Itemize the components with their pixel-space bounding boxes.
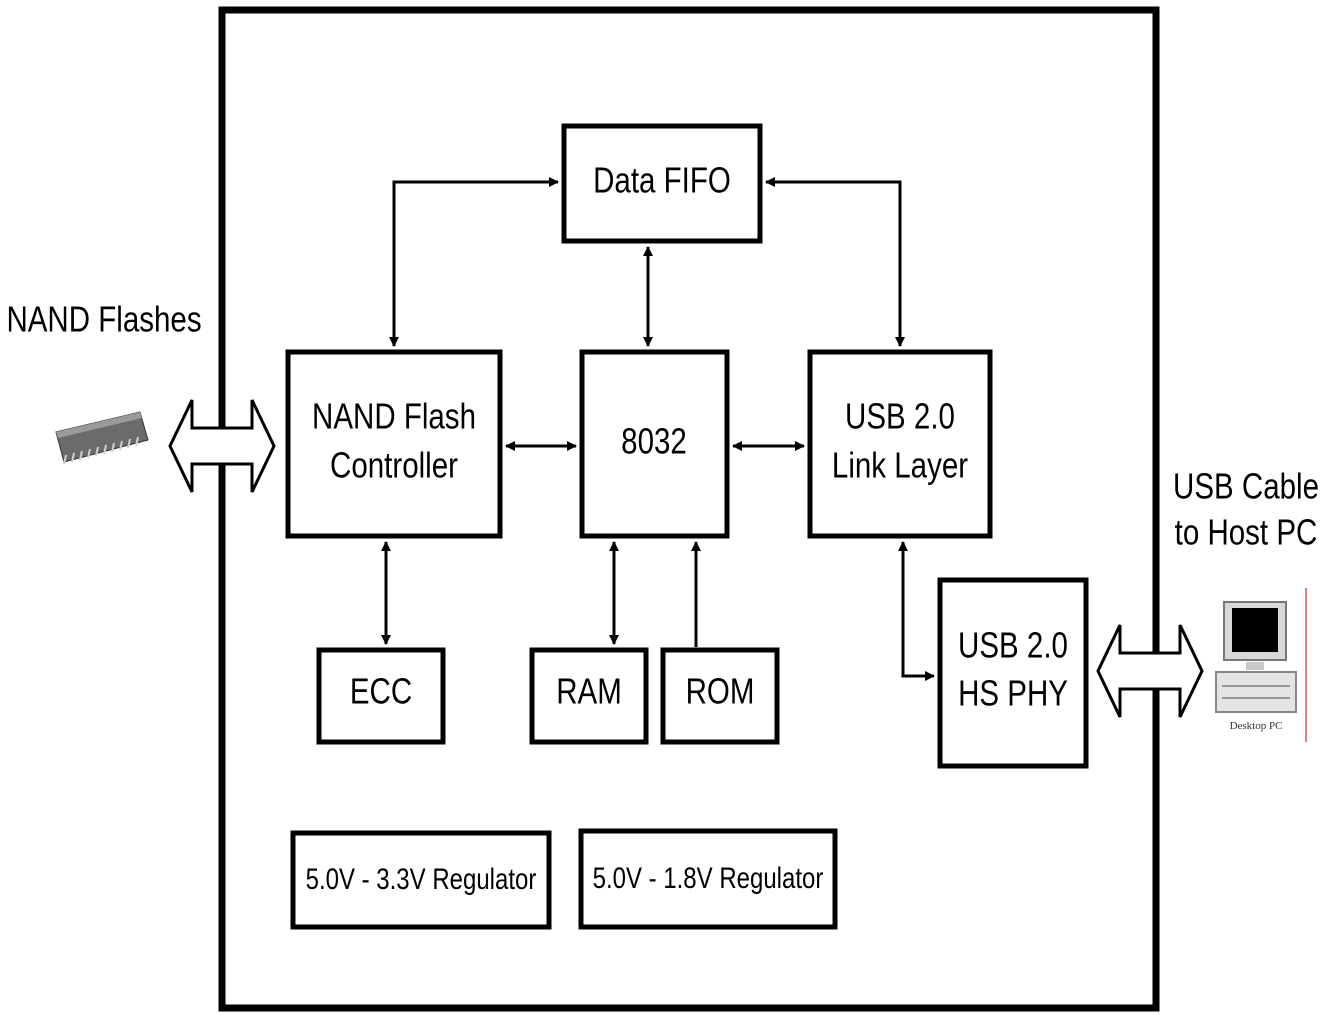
usb-link-label-line2: Link Layer (832, 445, 968, 485)
nand-flashes-label: NAND Flashes (6, 299, 201, 339)
nand-flash-controller-block (285, 349, 503, 539)
ram-label: RAM (556, 671, 622, 711)
regulator-1v8-label: 5.0V - 1.8V Regulator (593, 860, 824, 894)
cpu-8032-block (579, 349, 730, 539)
usb-cable-label-line2: to Host PC (1175, 512, 1318, 552)
ecc-block (316, 647, 446, 745)
nand-controller-label-line1: NAND Flash (312, 396, 476, 436)
regulator-3v3-label: 5.0V - 3.3V Regulator (306, 861, 537, 895)
usb-hs-phy-block (937, 577, 1089, 769)
usb-fifo-connector (765, 177, 905, 347)
rom-block (660, 647, 780, 745)
usb-phy-label-line2: HS PHY (958, 673, 1068, 713)
data-fifo-label: Data FIFO (593, 160, 731, 200)
usb-link-layer-block (807, 349, 993, 539)
data-fifo-block (561, 123, 763, 244)
ram-block (529, 647, 649, 745)
nand-controller-label-line2: Controller (330, 445, 458, 485)
regulator-1v8-block (578, 828, 838, 930)
desktop-pc-icon (1215, 588, 1307, 742)
regulator-3v3-block (290, 830, 552, 930)
usb-phy-connector (898, 541, 935, 681)
usb-phy-label-line1: USB 2.0 (958, 625, 1068, 665)
rom-label: ROM (686, 671, 755, 711)
desktop-pc-caption: Desktop PC (1230, 720, 1283, 732)
nand-fifo-connector (389, 177, 559, 347)
usb-bus-arrow (1096, 624, 1204, 718)
usb-cable-label-line1: USB Cable (1173, 466, 1319, 506)
nand-bus-arrow (168, 399, 276, 493)
nand-flash-chip-icon (55, 411, 149, 465)
cpu-8032-label: 8032 (621, 421, 687, 461)
device-enclosure (218, 6, 1160, 1012)
usb-link-label-line1: USB 2.0 (845, 396, 955, 436)
ecc-label: ECC (350, 671, 412, 711)
